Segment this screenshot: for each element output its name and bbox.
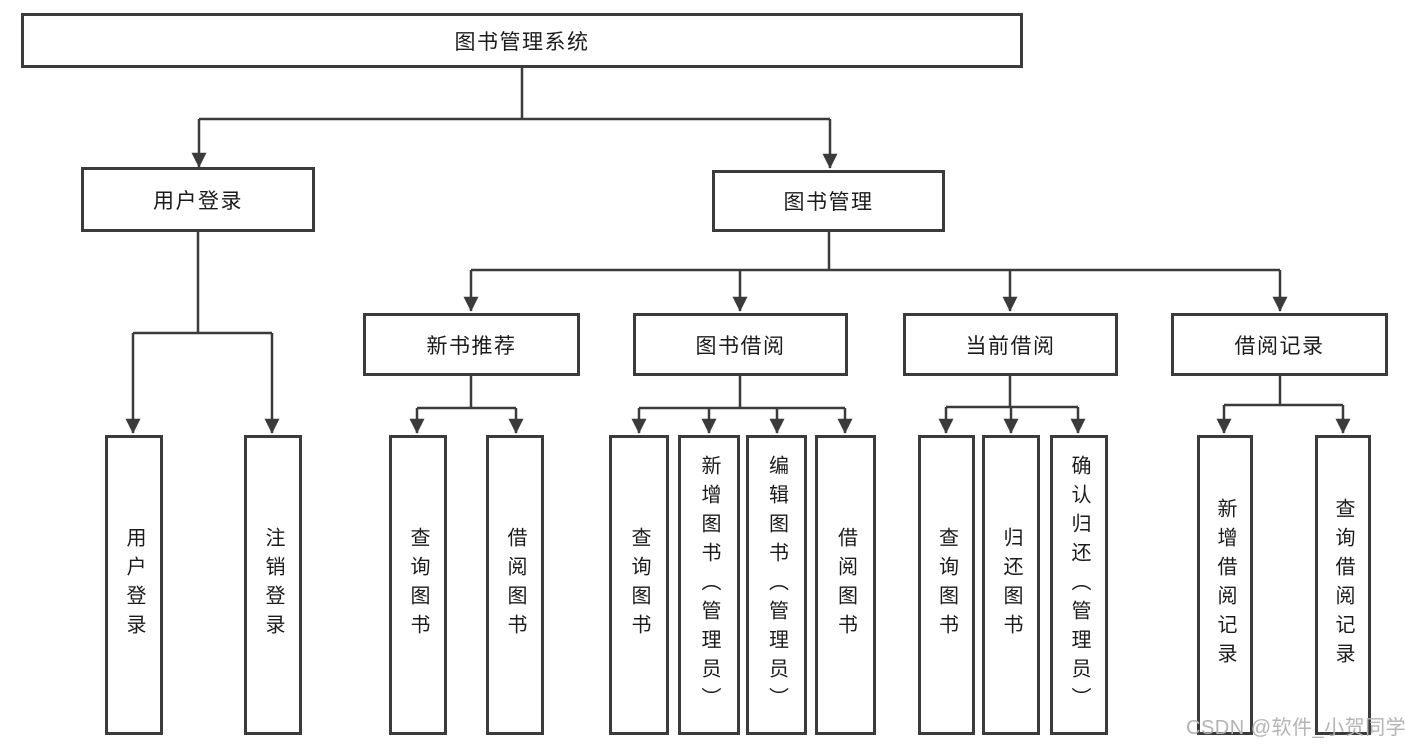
node-book-borrowing: 图书借阅 bbox=[633, 313, 848, 376]
leaf-current-query-books-label: 查询图书 bbox=[935, 527, 958, 643]
node-library-system-label: 图书管理系统 bbox=[454, 30, 590, 54]
node-user-login-label: 用户登录 bbox=[153, 189, 243, 213]
leaf-user-login-label: 用户登录 bbox=[123, 527, 145, 643]
leaf-borrowing-borrow-books-label: 借阅图书 bbox=[834, 527, 857, 643]
leaf-borrowing-add-books-admin: 新增图书（管理员） bbox=[678, 435, 740, 735]
leaf-recommend-borrow-books: 借阅图书 bbox=[486, 435, 544, 735]
leaf-borrowing-add-books-admin-label: 新增图书（管理员） bbox=[698, 454, 720, 716]
leaf-user-login: 用户登录 bbox=[105, 435, 163, 735]
node-borrowing-records-label: 借阅记录 bbox=[1234, 334, 1325, 358]
node-book-borrowing-label: 图书借阅 bbox=[695, 334, 786, 358]
leaf-borrowing-query-books-label: 查询图书 bbox=[628, 527, 650, 643]
node-borrowing-records: 借阅记录 bbox=[1171, 313, 1388, 376]
node-user-login: 用户登录 bbox=[81, 167, 315, 232]
leaf-current-return-books: 归还图书 bbox=[982, 435, 1040, 735]
node-book-management: 图书管理 bbox=[712, 170, 945, 232]
leaf-logout: 注销登录 bbox=[244, 435, 302, 735]
leaf-current-confirm-return-admin-label: 确认归还（管理员） bbox=[1068, 454, 1090, 716]
node-new-book-recommend: 新书推荐 bbox=[363, 313, 580, 376]
node-current-borrowing: 当前借阅 bbox=[903, 313, 1118, 376]
leaf-records-add-record: 新增借阅记录 bbox=[1197, 435, 1253, 735]
node-library-system: 图书管理系统 bbox=[21, 13, 1023, 68]
leaf-borrowing-edit-books-admin-label: 编辑图书（管理员） bbox=[765, 454, 788, 716]
leaf-current-confirm-return-admin: 确认归还（管理员） bbox=[1050, 435, 1108, 735]
leaf-borrowing-edit-books-admin: 编辑图书（管理员） bbox=[746, 435, 807, 735]
leaf-current-return-books-label: 归还图书 bbox=[1000, 527, 1022, 643]
leaf-logout-label: 注销登录 bbox=[262, 527, 284, 643]
leaf-recommend-borrow-books-label: 借阅图书 bbox=[504, 527, 526, 643]
leaf-records-query-record-label: 查询借阅记录 bbox=[1332, 498, 1354, 672]
leaf-borrowing-borrow-books: 借阅图书 bbox=[815, 435, 876, 735]
leaf-current-query-books: 查询图书 bbox=[918, 435, 975, 735]
leaf-records-add-record-label: 新增借阅记录 bbox=[1214, 498, 1236, 672]
leaf-records-query-record: 查询借阅记录 bbox=[1315, 435, 1371, 735]
node-current-borrowing-label: 当前借阅 bbox=[965, 334, 1056, 358]
watermark-text: CSDN @软件_小贺同学 bbox=[1186, 717, 1405, 739]
leaf-recommend-query-books: 查询图书 bbox=[389, 435, 447, 735]
node-new-book-recommend-label: 新书推荐 bbox=[426, 334, 517, 358]
leaf-borrowing-query-books: 查询图书 bbox=[609, 435, 669, 735]
leaf-recommend-query-books-label: 查询图书 bbox=[407, 527, 429, 643]
node-book-management-label: 图书管理 bbox=[783, 191, 874, 214]
